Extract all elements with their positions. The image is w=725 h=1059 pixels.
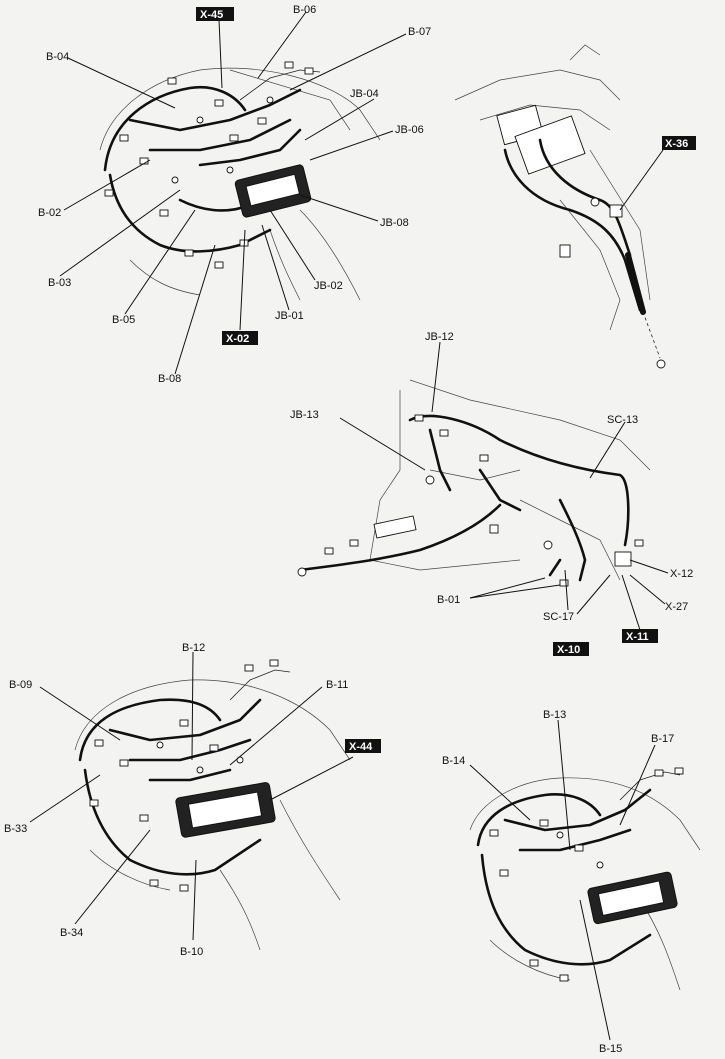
label-X-45: X-45 bbox=[200, 9, 223, 21]
label-box-X-02 bbox=[222, 331, 258, 345]
label-B-07: B-07 bbox=[408, 26, 431, 38]
label-box-X-45 bbox=[196, 7, 234, 21]
dashboard-leader-lines bbox=[59, 11, 407, 375]
label-SC-13: SC-13 bbox=[607, 414, 638, 426]
label-B-34: B-34 bbox=[60, 927, 83, 939]
label-box-X-36 bbox=[662, 136, 696, 150]
label-JB-13: JB-13 bbox=[290, 409, 319, 421]
floor-harness-view bbox=[297, 379, 651, 587]
label-JB-01: JB-01 bbox=[275, 310, 304, 322]
label-B-09: B-09 bbox=[9, 679, 32, 691]
dashboard-harness-view bbox=[99, 61, 381, 301]
lower-left-leader-lines bbox=[29, 651, 354, 941]
label-B-08: B-08 bbox=[158, 373, 181, 385]
label-B-33: B-33 bbox=[4, 823, 27, 835]
lower-right-leader-lines bbox=[469, 719, 656, 1041]
label-JB-04: JB-04 bbox=[350, 88, 379, 100]
label-B-11: B-11 bbox=[326, 679, 348, 691]
label-JB-12: JB-12 bbox=[425, 331, 454, 343]
steering-column-view bbox=[454, 44, 666, 369]
label-X-11: X-11 bbox=[626, 631, 649, 643]
steering-labels: X-36 bbox=[662, 136, 696, 150]
label-B-12: B-12 bbox=[182, 642, 205, 654]
label-B-02: B-02 bbox=[38, 207, 61, 219]
dashboard-labels: X-45 B-06 B-07 B-04 JB-04 JB-06 B-02 JB-… bbox=[38, 4, 431, 385]
label-B-06: B-06 bbox=[293, 4, 316, 16]
label-box-X-11 bbox=[622, 629, 658, 643]
label-X-36: X-36 bbox=[665, 138, 688, 150]
dashboard-harness-view-lower-left bbox=[74, 659, 351, 951]
lower-right-labels: B-13 B-17 B-14 B-15 bbox=[442, 709, 674, 1055]
label-X-27: X-27 bbox=[665, 601, 688, 613]
label-B-01: B-01 bbox=[437, 594, 460, 606]
label-JB-08: JB-08 bbox=[380, 217, 409, 229]
label-B-15: B-15 bbox=[599, 1043, 622, 1055]
lower-left-labels: B-12 B-09 B-11 X-44 B-33 B-34 B-10 bbox=[4, 642, 381, 958]
label-JB-02: JB-02 bbox=[314, 280, 343, 292]
label-B-14: B-14 bbox=[442, 755, 465, 767]
label-box-X-44 bbox=[345, 739, 381, 753]
label-B-13: B-13 bbox=[543, 709, 566, 721]
label-X-12: X-12 bbox=[670, 568, 693, 580]
label-X-44: X-44 bbox=[349, 741, 373, 753]
floor-labels: JB-12 JB-13 SC-13 X-12 X-27 B-01 SC-17 X… bbox=[290, 331, 693, 656]
label-box-X-10 bbox=[553, 642, 589, 656]
dashboard-harness-view-lower-right bbox=[469, 767, 701, 991]
label-B-17: B-17 bbox=[651, 733, 674, 745]
label-B-05: B-05 bbox=[112, 314, 135, 326]
floor-leader-lines bbox=[339, 341, 669, 631]
label-X-02: X-02 bbox=[226, 333, 249, 345]
label-X-10: X-10 bbox=[557, 644, 580, 656]
label-B-04: B-04 bbox=[46, 51, 69, 63]
label-B-03: B-03 bbox=[48, 277, 71, 289]
label-SC-17: SC-17 bbox=[543, 611, 574, 623]
label-B-10: B-10 bbox=[180, 946, 203, 958]
label-JB-06: JB-06 bbox=[395, 124, 424, 136]
